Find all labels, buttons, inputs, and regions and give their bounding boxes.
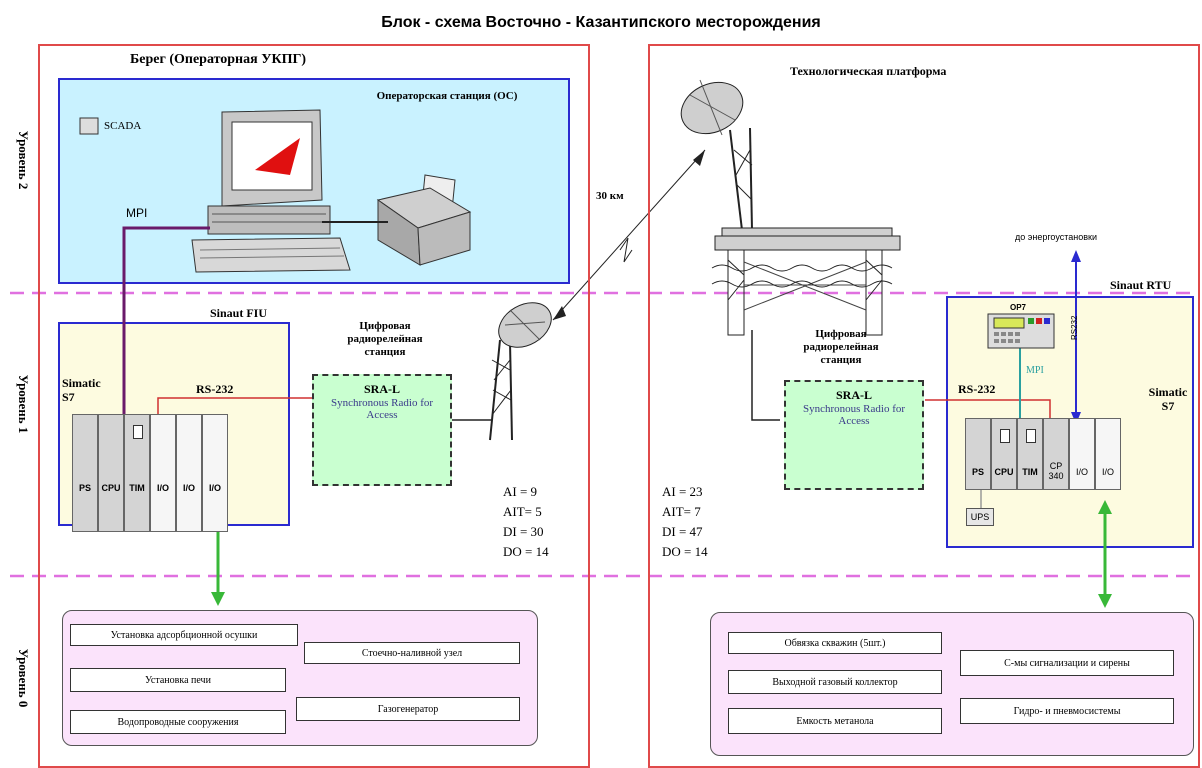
shore-object-item: Установка печи	[70, 668, 286, 692]
platform-radio-antenna-cable	[751, 330, 780, 421]
platform-object-item: Выходной газовый коллектор	[728, 670, 942, 694]
offshore-platform-icon	[711, 227, 901, 336]
op7-panel-icon	[987, 313, 1055, 349]
platform-title: Технологическая платформа	[790, 64, 947, 78]
distance-label: 30 км	[596, 190, 624, 202]
mpi-cable	[122, 226, 210, 414]
level-1-label: Уровень 1	[16, 374, 31, 434]
level-0-label: Уровень 0	[16, 648, 31, 708]
platform-plc-rack: PS CPU TIM CP 340 I/O I/O	[965, 418, 1121, 490]
fiu-label: Sinaut FIU	[210, 306, 268, 320]
shore-rs232-label: RS-232	[196, 382, 234, 396]
scada-label: SCADA	[104, 120, 142, 132]
module-cp340: CP 340	[1043, 418, 1069, 490]
zigzag-icon	[619, 237, 633, 263]
platform-radio-box: SRA-L Synchronous Radio for Access	[784, 380, 924, 490]
module-io: I/O	[150, 414, 176, 532]
shore-radio-title: Цифровая радиорелейная станция	[347, 320, 423, 358]
shore-object-item: Водопроводные сооружения	[70, 710, 286, 734]
module-tim: TIM	[1017, 418, 1043, 490]
shore-object-item: Стоечно-наливной узел	[304, 642, 520, 664]
platform-radio-desc: Synchronous Radio for Access	[802, 403, 906, 427]
module-io: I/O	[1095, 418, 1121, 490]
module-io: I/O	[176, 414, 202, 532]
module-io: I/O	[202, 414, 228, 532]
shore-radio-name: SRA-L	[363, 382, 400, 396]
platform-rs232-label: RS-232	[958, 382, 996, 396]
op7-label: OP7	[1010, 303, 1027, 312]
printer-icon	[376, 174, 472, 266]
module-tim: TIM	[124, 414, 150, 532]
platform-object-item: С-мы сигнализации и сирены	[960, 650, 1174, 676]
shore-rs232-line	[157, 397, 312, 420]
platform-object-item: Обвязка скважин (5шт.)	[728, 632, 942, 654]
platform-radio-name: SRA-L	[835, 388, 872, 402]
mpi-label: MPI	[126, 206, 148, 220]
page-title: Блок - схема Восточно - Казантипского ме…	[381, 14, 821, 31]
platform-mpi-label: MPI	[1026, 365, 1044, 376]
shore-simatic-label: Simatic S7	[62, 376, 101, 404]
module-io: I/O	[1069, 418, 1095, 490]
shore-radio-box: SRA-L Synchronous Radio for Access	[312, 374, 452, 486]
platform-simatic-label: Simatic S7	[1148, 385, 1188, 413]
platform-object-item: Емкость метанола	[728, 708, 942, 734]
shore-radio-desc: Synchronous Radio for Access	[330, 397, 434, 421]
operator-station-label: Операторская станция (ОС)	[376, 90, 518, 102]
module-cpu: CPU	[98, 414, 124, 532]
shore-title: Берег (Операторная УКПГ)	[130, 52, 307, 67]
rs232-vertical-label: RS232	[1070, 315, 1079, 340]
rtu-label: Sinaut RTU	[1110, 278, 1172, 292]
module-ps: PS	[965, 418, 991, 490]
platform-radio-title: Цифровая радиорелейная станция	[803, 328, 879, 366]
shore-antenna-icon	[489, 302, 552, 441]
module-cpu: CPU	[991, 418, 1017, 490]
radio-link-line	[552, 149, 706, 321]
module-ps: PS	[72, 414, 98, 532]
ups-box: UPS	[966, 508, 994, 526]
shore-plc-rack: PS CPU TIM I/O I/O I/O	[72, 414, 228, 532]
computer-icon	[191, 109, 351, 273]
level-2-label: Уровень 2	[16, 130, 31, 190]
platform-object-item: Гидро- и пневмосистемы	[960, 698, 1174, 724]
shore-object-item: Установка адсорбционной осушки	[70, 624, 298, 646]
shore-object-item: Газогенератор	[296, 697, 520, 721]
to-power-label: до энергоустановки	[1015, 232, 1097, 242]
platform-antenna-icon	[680, 79, 753, 231]
scada-icon	[79, 117, 99, 135]
